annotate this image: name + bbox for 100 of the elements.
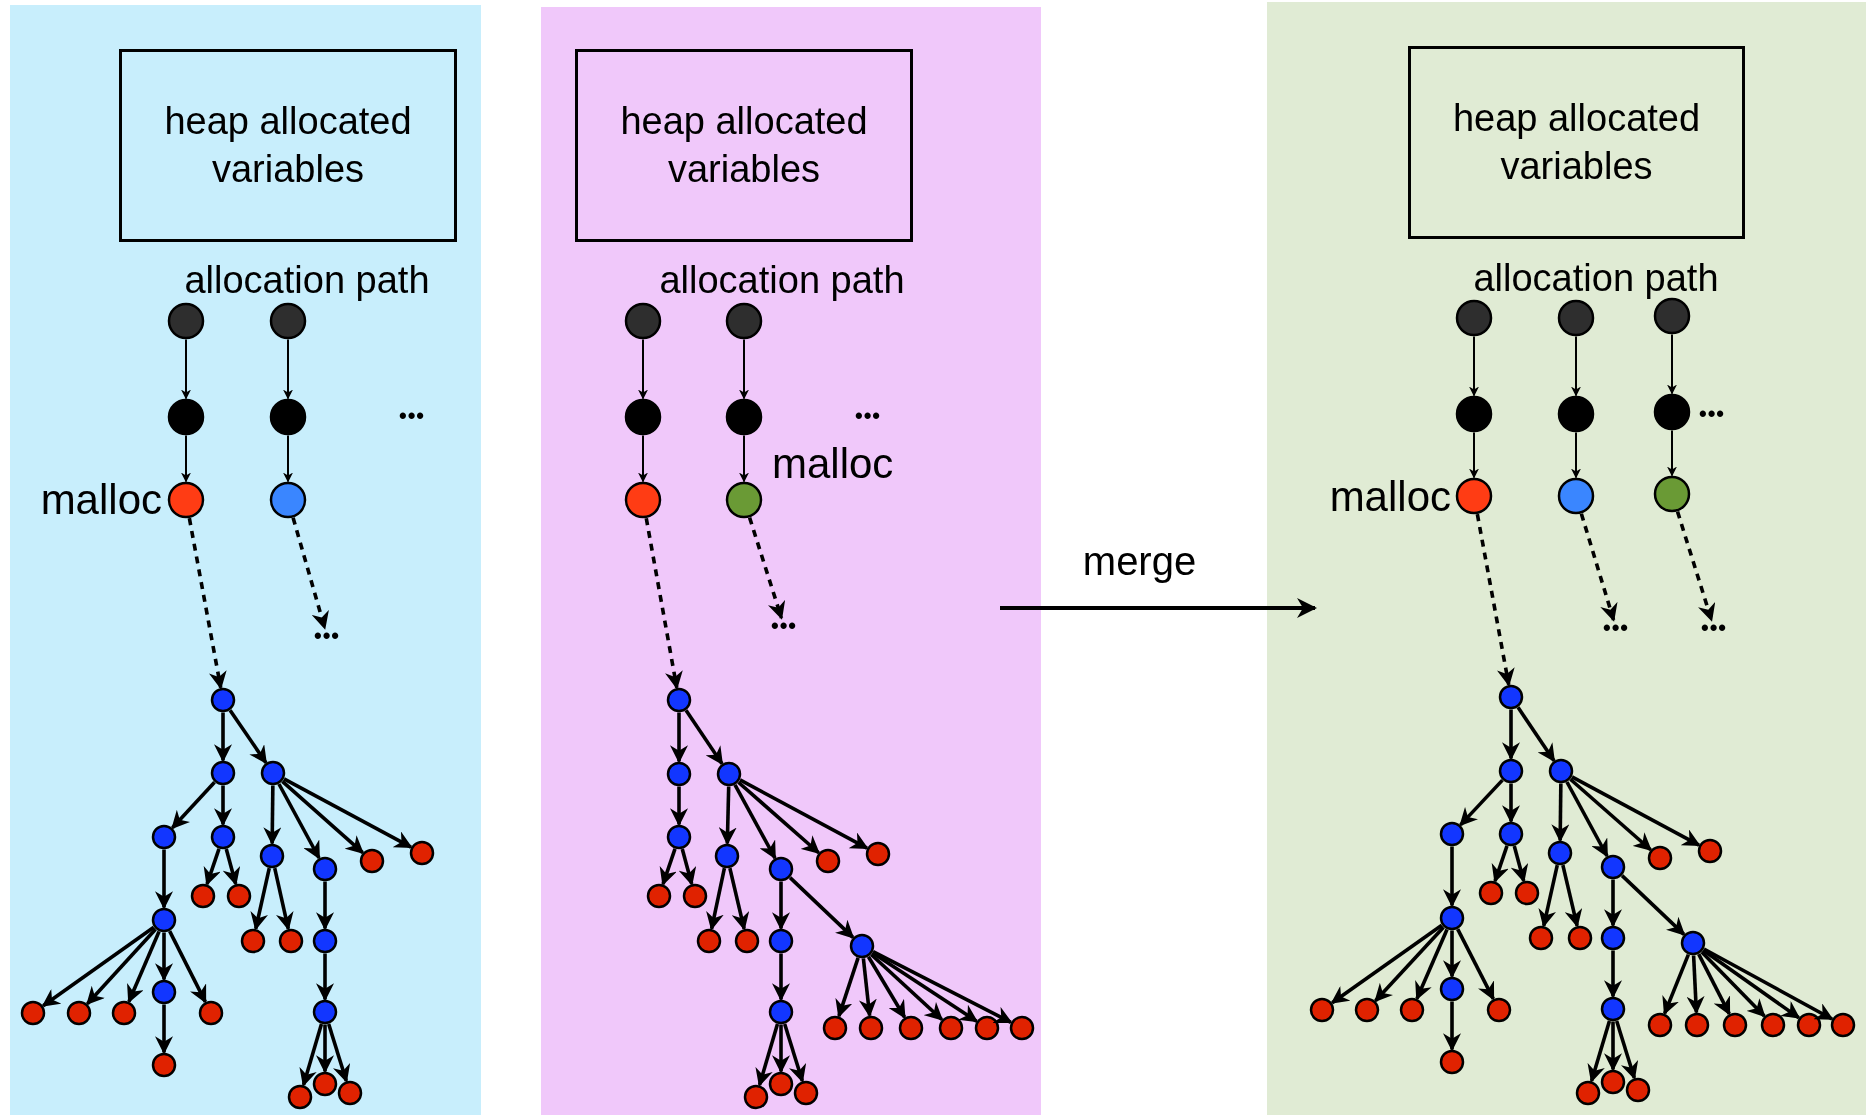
ellipsis: ••• (854, 405, 882, 427)
arrow (1415, 928, 1449, 1001)
arrow (1443, 846, 1461, 908)
arrow (283, 338, 293, 400)
malloc-label: malloc (1329, 476, 1451, 518)
tree-node (259, 843, 285, 869)
tree-node (1547, 840, 1573, 866)
malloc-node (624, 481, 662, 519)
tree-node (1439, 1049, 1465, 1075)
arrow (670, 712, 688, 764)
tree-node (1600, 996, 1626, 1022)
tree-node (1009, 1015, 1035, 1041)
tree-node (1439, 821, 1465, 847)
arrow (835, 957, 860, 1018)
tree-node (312, 928, 338, 954)
arrow (1561, 864, 1583, 928)
arrow (1491, 845, 1509, 883)
arrow (1510, 845, 1529, 883)
tree-node (646, 883, 672, 909)
path-node (167, 398, 205, 436)
dashed-arrow (644, 517, 683, 690)
tree-node (768, 999, 794, 1025)
arrow (737, 780, 820, 855)
malloc-node (1455, 477, 1493, 515)
arrow (872, 950, 1013, 1024)
tree-node (1528, 925, 1554, 951)
tree-node (1722, 1012, 1748, 1038)
malloc-label: malloc (40, 479, 162, 521)
tree-node (1354, 997, 1380, 1023)
arrow (772, 881, 790, 931)
dashed-arrow (1475, 513, 1515, 687)
tree-node (666, 687, 692, 713)
arrow (155, 932, 173, 982)
tree-node (768, 1071, 794, 1097)
arrow (1686, 955, 1705, 1015)
malloc-label: malloc (772, 443, 894, 485)
arrow (1456, 928, 1495, 1001)
tree-node (151, 907, 177, 933)
tree-node (938, 1015, 964, 1041)
tree-node (666, 761, 692, 787)
tree-node (716, 761, 742, 787)
panel (10, 5, 481, 1115)
dashed-arrow (1579, 513, 1618, 622)
path-node (1557, 299, 1595, 337)
tree-node (1575, 1080, 1601, 1106)
arrow (1667, 333, 1677, 395)
tree-node (337, 1080, 363, 1106)
tree-node (898, 1015, 924, 1041)
arrow (755, 1023, 780, 1087)
tree-node (1399, 997, 1425, 1023)
arrow (1569, 777, 1652, 852)
arrow (1538, 864, 1560, 928)
tree-node (815, 848, 841, 874)
arrow (203, 848, 221, 886)
tree-node (1478, 880, 1504, 906)
arrow (228, 709, 268, 765)
tree-node (1514, 880, 1540, 906)
malloc-node (269, 481, 307, 519)
malloc-node (725, 481, 763, 519)
malloc-node (1653, 475, 1691, 513)
tree-node (278, 928, 304, 954)
arrow (127, 930, 161, 1004)
arrow (171, 780, 216, 830)
arrow (739, 338, 749, 400)
ellipsis: ••• (1698, 403, 1726, 425)
arrow (1469, 431, 1479, 479)
path-node (269, 398, 307, 436)
tree-node (312, 856, 338, 882)
arrow (772, 1024, 790, 1074)
path-node (725, 398, 763, 436)
tree-node (66, 1000, 92, 1026)
arrow (41, 925, 155, 1008)
path-label: allocation path (1473, 259, 1719, 297)
arrow (782, 1023, 807, 1083)
arrow (739, 778, 869, 850)
arrow (1443, 1001, 1461, 1052)
arrow (1000, 598, 1317, 618)
tree-node (849, 933, 875, 959)
arrow (1459, 778, 1504, 827)
arrow (659, 848, 677, 886)
arrow (1330, 923, 1443, 1005)
arrow (1516, 706, 1556, 763)
dashed-arrow (1675, 511, 1716, 622)
path-node (167, 302, 205, 340)
tree-node (210, 687, 236, 713)
path-node (1455, 299, 1493, 337)
arrow (1571, 431, 1581, 479)
tree-node (1760, 1012, 1786, 1038)
arrow (155, 1004, 173, 1055)
arrow (739, 434, 749, 483)
arrow (1702, 948, 1801, 1020)
tree-node (714, 843, 740, 869)
arrow (858, 958, 877, 1018)
tree-node (151, 1052, 177, 1078)
tree-node (409, 840, 435, 866)
tree-node (198, 1000, 224, 1026)
arrow (181, 434, 191, 483)
arrow (733, 784, 777, 860)
tree-node (1796, 1012, 1822, 1038)
tree-node (1486, 997, 1512, 1023)
